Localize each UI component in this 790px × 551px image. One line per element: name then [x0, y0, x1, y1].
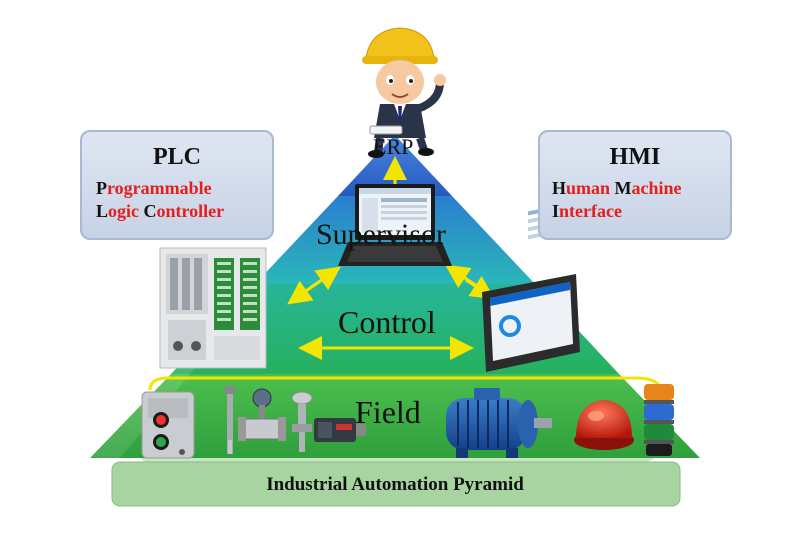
hmi-subtitle: Human Machine Interface: [552, 178, 682, 221]
beacon-light-icon: [574, 400, 634, 450]
temperature-sensor-icon: [225, 386, 235, 454]
push-button-box-icon: [141, 391, 195, 459]
level-label-field: Field: [355, 394, 421, 430]
hmi-panel-icon: [482, 205, 580, 372]
hmi-title: HMI: [609, 144, 661, 170]
laptop-icon: [338, 184, 452, 266]
proximity-sensor-icon: [314, 418, 366, 442]
level-label-control: Control: [338, 304, 436, 340]
stack-light-icon: [644, 384, 674, 456]
engineer-icon: [362, 27, 446, 158]
level-label-erp: ERP: [373, 134, 414, 159]
plc-callout: PLC Programmable Logic Controller: [80, 130, 274, 240]
level-label-supervisor: Supervisor: [316, 218, 446, 251]
flow-meter-icon: [238, 388, 286, 441]
pressure-transmitter-icon: [291, 391, 313, 452]
hmi-callout: HMI Human Machine Interface: [538, 130, 732, 240]
motor-icon: [446, 388, 552, 458]
pyramid-title: Industrial Automation Pyramid: [266, 474, 524, 495]
plc-icon: [159, 247, 267, 369]
plc-subtitle: Programmable Logic Controller: [96, 178, 225, 221]
pyramid-base: [111, 458, 681, 507]
plc-title: PLC: [153, 144, 201, 170]
